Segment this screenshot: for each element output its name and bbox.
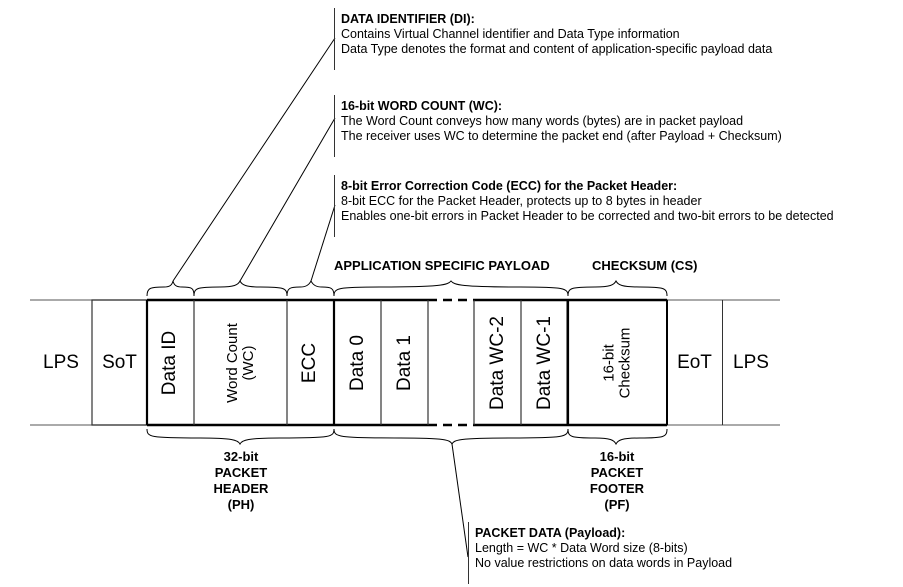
field-data-id: Data ID [147, 300, 194, 425]
note-packet-data: PACKET DATA (Payload): Length = WC * Dat… [468, 522, 732, 584]
field-checksum: 16-bit Checksum [568, 300, 667, 425]
field-label: ECC [299, 342, 321, 383]
note-title: PACKET DATA (Payload): [475, 526, 626, 540]
label-checksum-cs: CHECKSUM (CS) [592, 258, 698, 273]
field-ecc: ECC [287, 300, 334, 425]
note-title: DATA IDENTIFIER (DI): [341, 12, 475, 26]
brace-word-count [193, 279, 288, 297]
note-word-count: 16-bit WORD COUNT (WC): The Word Count c… [334, 95, 782, 157]
field-label-line: 16-bit [600, 343, 618, 382]
note-data-identifier: DATA IDENTIFIER (DI): Contains Virtual C… [334, 8, 772, 70]
field-data-1: Data 1 [381, 300, 428, 425]
brace-payload [333, 280, 569, 297]
label-packet-header: 32-bit PACKET HEADER (PH) [196, 449, 286, 513]
label-line: (PH) [227, 497, 255, 512]
label-line: PACKET [590, 465, 644, 480]
field-label: EoT [677, 351, 712, 373]
field-word-count: Word Count (WC) [194, 300, 287, 425]
note-line: Contains Virtual Channel identifier and … [341, 27, 680, 41]
field-label: Data ID [159, 330, 181, 395]
field-data-wc-1: Data WC-1 [521, 300, 568, 425]
label-line: PACKET [214, 465, 268, 480]
note-line: Enables one-bit errors in Packet Header … [341, 209, 834, 223]
label-packet-footer: 16-bit PACKET FOOTER (PF) [572, 449, 662, 513]
field-label: Data WC-1 [533, 315, 555, 410]
label-line: 32-bit [223, 449, 259, 464]
field-data-0: Data 0 [334, 300, 381, 425]
note-title: 16-bit WORD COUNT (WC): [341, 99, 503, 113]
note-line: The Word Count conveys how many words (b… [341, 114, 744, 128]
field-label: Data 1 [393, 334, 415, 391]
note-title: 8-bit Error Correction Code (ECC) for th… [341, 179, 678, 193]
leader-packet-data [451, 443, 469, 558]
field-label: LPS [43, 351, 79, 373]
label-application-payload: APPLICATION SPECIFIC PAYLOAD [334, 258, 550, 273]
note-ecc: 8-bit Error Correction Code (ECC) for th… [334, 175, 834, 237]
label-line: HEADER [213, 481, 269, 496]
label-line: FOOTER [589, 481, 645, 496]
field-label: LPS [733, 351, 769, 373]
brace-packet-footer [567, 428, 668, 446]
label-line: (PF) [604, 497, 630, 512]
label-line: 16-bit [599, 449, 635, 464]
field-eot: EoT [667, 300, 722, 425]
field-label-line: Checksum [616, 327, 634, 398]
field-label: Word Count (WC) [223, 322, 257, 403]
note-line: Data Type denotes the format and content… [341, 42, 773, 56]
brace-ecc [286, 279, 335, 297]
brace-data-id [146, 280, 195, 297]
brace-packet-data [333, 428, 569, 446]
leader-word-count [239, 117, 336, 282]
brace-packet-header [146, 428, 335, 446]
note-line: The receiver uses WC to determine the pa… [341, 129, 782, 143]
field-label: Data 0 [346, 334, 368, 391]
note-line: No value restrictions on data words in P… [475, 556, 733, 570]
brace-checksum [567, 279, 668, 297]
field-label: 16-bit Checksum [600, 327, 634, 398]
leader-ecc [310, 204, 336, 282]
note-line: 8-bit ECC for the Packet Header, protect… [341, 194, 702, 208]
divider-eot-lps [722, 300, 723, 425]
leader-data-identifier [172, 37, 336, 282]
field-label: Data WC-2 [486, 315, 508, 410]
field-lps-right: LPS [722, 300, 780, 425]
field-sot: SoT [92, 300, 147, 425]
field-label: SoT [102, 351, 137, 373]
field-lps-left: LPS [30, 300, 92, 425]
field-label-line: Word Count [223, 322, 241, 403]
field-label-line: (WC) [239, 345, 257, 380]
note-line: Length = WC * Data Word size (8-bits) [475, 541, 688, 555]
field-data-wc-2: Data WC-2 [474, 300, 521, 425]
